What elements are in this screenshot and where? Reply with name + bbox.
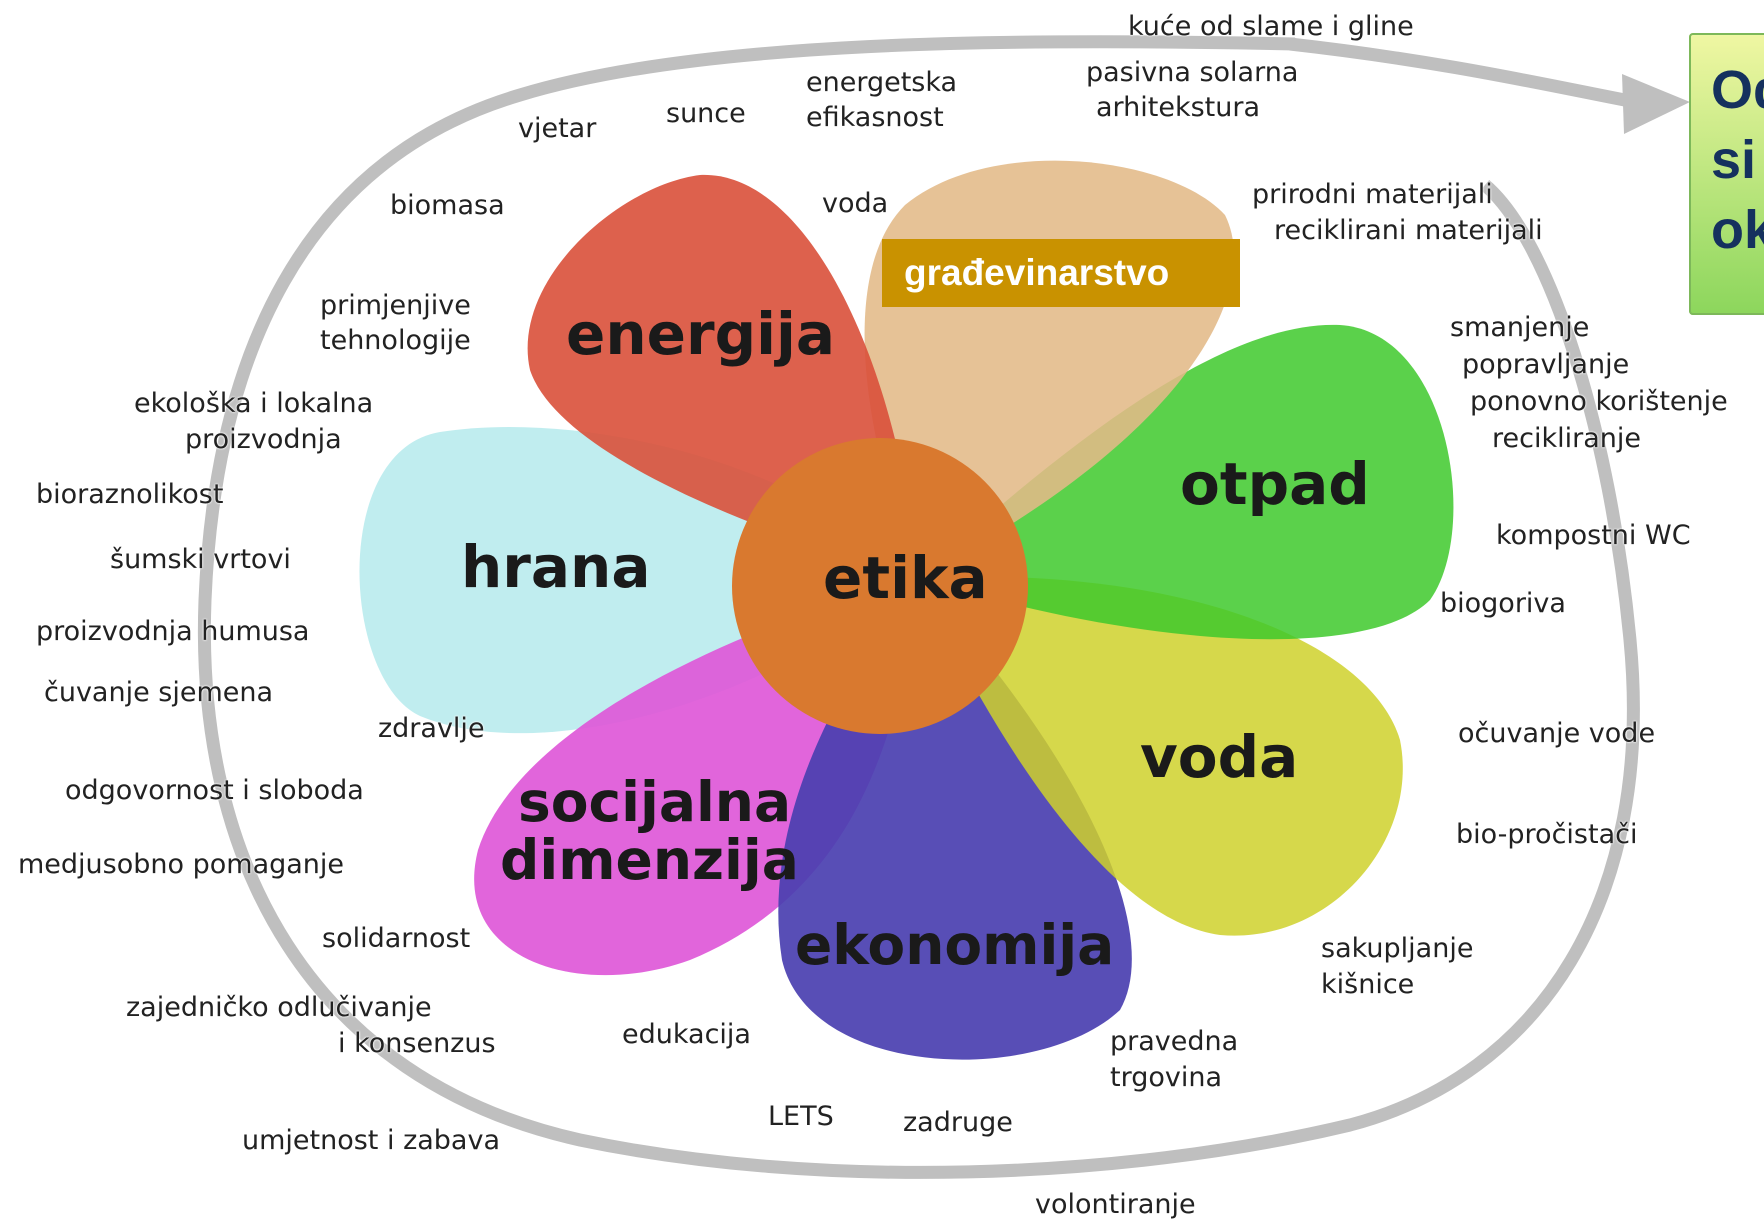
label-ponovno: ponovno korištenje [1470, 386, 1728, 417]
petal-label-otpad: otpad [1180, 450, 1370, 518]
label-recikliranje: recikliranje [1492, 423, 1641, 454]
callout-box: Od si ok [1689, 33, 1764, 315]
label-smanjenje: smanjenje [1450, 312, 1590, 343]
callout-line-3: ok [1711, 200, 1764, 260]
cycle-arrowhead [1622, 74, 1690, 134]
label-vjetar: vjetar [518, 113, 597, 144]
label-medjusobno: medjusobno pomaganje [18, 849, 345, 880]
label-kuce: kuće od slame i gline [1128, 11, 1414, 42]
label-sjemena: čuvanje sjemena [44, 677, 274, 708]
label-sakupljanje-1: sakupljanje [1321, 933, 1474, 964]
label-umjetnost: umjetnost i zabava [242, 1125, 500, 1156]
label-prirodni: prirodni materijali [1252, 179, 1493, 210]
label-ekoloska-1: ekološka i lokalna [134, 388, 374, 419]
callout-line-1: Od [1711, 60, 1764, 120]
label-primjenjive-2: tehnologije [320, 325, 471, 356]
label-biomasa: biomasa [390, 190, 505, 221]
label-edukacija: edukacija [622, 1019, 751, 1050]
label-zadruge: zadruge [903, 1107, 1013, 1138]
label-sumski: šumski vrtovi [110, 544, 291, 575]
center-label: etika [823, 544, 988, 612]
label-primjenjive-1: primjenjive [320, 290, 471, 321]
label-energetska-2: efikasnost [806, 102, 944, 133]
petal-label-voda: voda [1140, 723, 1299, 791]
label-sunce: sunce [666, 98, 746, 129]
label-humus: proizvodnja humusa [36, 616, 310, 647]
label-bioraznolikost: bioraznolikost [36, 479, 224, 510]
label-bioprocistaci: bio-pročistači [1456, 819, 1638, 850]
callout-box-bg [1689, 33, 1764, 315]
label-zdravlje: zdravlje [378, 713, 485, 744]
label-ocuvanje: očuvanje vode [1458, 718, 1656, 749]
label-kompostni: kompostni WC [1496, 520, 1691, 551]
cycle-arrow-line [1289, 37, 1642, 110]
label-odgovornost: odgovornost i sloboda [65, 775, 364, 806]
gradevinarstvo-highlight: građevinarstvo [882, 239, 1240, 307]
label-voda-top: voda [822, 188, 889, 219]
label-ekoloska-2: proizvodnja [185, 424, 342, 455]
label-pasivna-2: arhitekstura [1096, 92, 1261, 123]
petal-label-socijalna-2: dimenzija [500, 828, 799, 892]
label-energetska-1: energetska [806, 67, 958, 98]
label-zajednicko-1: zajedničko odlučivanje [126, 992, 432, 1023]
label-volontiranje: volontiranje [1035, 1189, 1196, 1220]
label-reciklirani: reciklirani materijali [1274, 215, 1543, 246]
center-circle [732, 438, 1028, 734]
label-zajednicko-2: i konsenzus [338, 1028, 496, 1059]
cycle-ring [197, 35, 1640, 1179]
label-solidarnost: solidarnost [322, 923, 471, 954]
label-pravedna-1: pravedna [1110, 1026, 1239, 1057]
petal-label-energija: energija [566, 300, 835, 368]
petal-label-socijalna-1: socijalna [518, 770, 792, 834]
label-pravedna-2: trgovina [1110, 1062, 1223, 1093]
label-lets: LETS [768, 1101, 834, 1132]
petal-otpad [918, 324, 1454, 640]
petal-label-ekonomija: ekonomija [795, 913, 1115, 977]
label-sakupljanje-2: kišnice [1321, 969, 1415, 1000]
petal-label-hrana: hrana [461, 533, 651, 601]
label-biogoriva: biogoriva [1440, 588, 1566, 619]
label-popravljanje: popravljanje [1462, 349, 1630, 380]
callout-line-2: si [1711, 130, 1757, 190]
label-pasivna-1: pasivna solarna [1086, 57, 1299, 88]
petal-voda [918, 576, 1403, 936]
